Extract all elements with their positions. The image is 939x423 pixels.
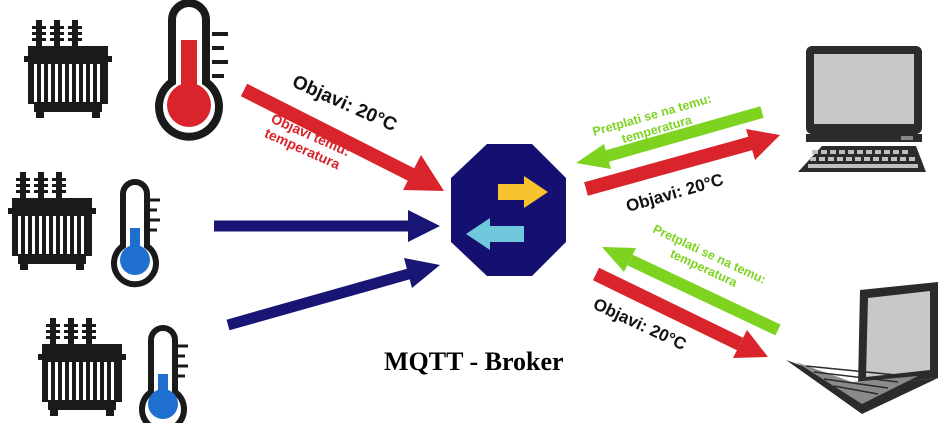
laptop-subscribe-label: Pretplati se na temu: temperatura [651,222,768,290]
laptop-publish-label: Objavi: 20°C [590,294,689,354]
thermometer-cold-icon [139,325,188,423]
desktop-computer-icon [798,46,926,172]
broker-title: MQTT - Broker [384,347,564,376]
publish-arrow [240,83,444,191]
subscribe-arrow-desktop [576,106,764,169]
transformer-icon [38,318,126,416]
subscribe-arrow-laptop [602,247,781,336]
publish-arrow-laptop [592,267,768,358]
transformer-icon [8,172,96,270]
arrow-left-icon [466,218,524,250]
transformer-icon [24,20,112,118]
thermometer-cold-icon [111,179,160,288]
thermometer-hot-icon [155,0,228,141]
arrow-right-icon [498,176,548,208]
broker-octagon [451,144,566,276]
laptop-icon [786,282,938,414]
sensor-arrow [226,258,440,331]
sensor-arrow [214,210,440,242]
publish-arrow-desktop [584,129,780,196]
